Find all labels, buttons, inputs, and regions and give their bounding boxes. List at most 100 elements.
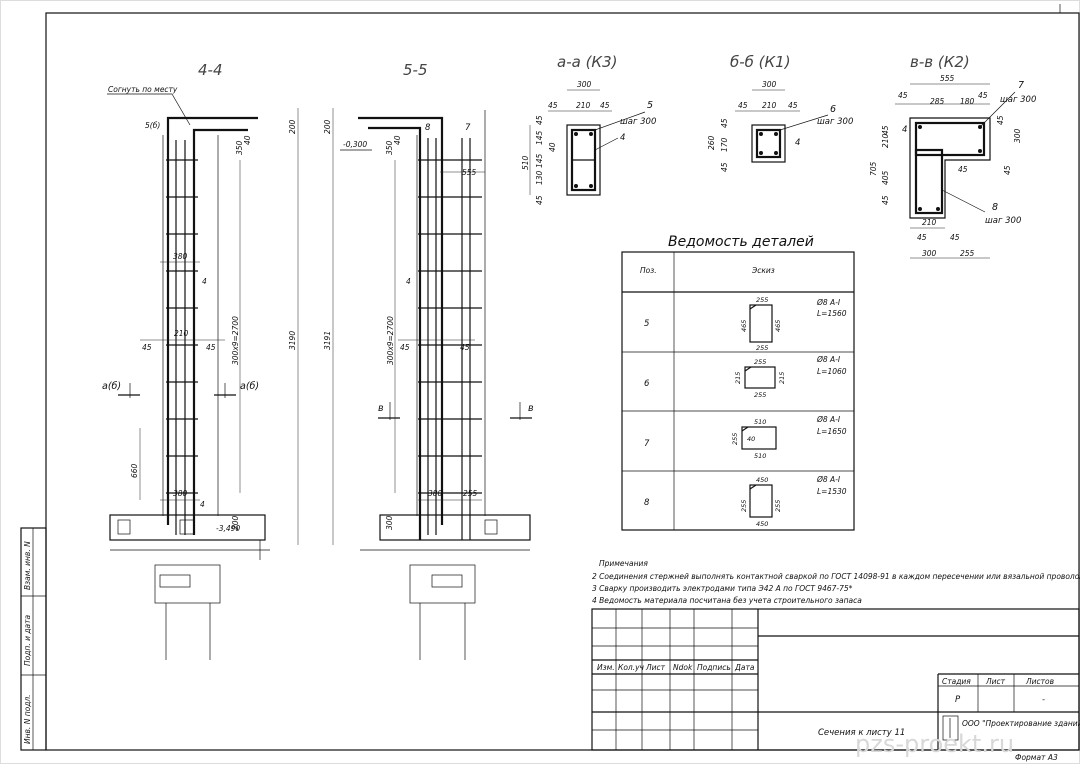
- svg-text:Стадия: Стадия: [942, 677, 971, 686]
- svg-text:45: 45: [958, 165, 968, 174]
- svg-text:510: 510: [754, 418, 766, 426]
- svg-text:255: 255: [774, 500, 782, 512]
- svg-text:255: 255: [960, 249, 975, 258]
- svg-text:4: 4: [902, 125, 907, 135]
- svg-text:шаг 300: шаг 300: [817, 117, 853, 127]
- svg-text:6: 6: [830, 104, 836, 115]
- cross-v-title: в-в (К2): [910, 53, 970, 71]
- svg-text:45: 45: [788, 101, 798, 110]
- sheets-value: -: [1042, 695, 1045, 705]
- svg-text:660: 660: [130, 463, 139, 478]
- table-header-sketch: Эскиз: [751, 266, 775, 275]
- elev-top-5: -0,300: [343, 140, 367, 149]
- svg-text:45: 45: [881, 195, 890, 205]
- svg-text:145: 145: [535, 130, 544, 145]
- svg-text:45: 45: [400, 343, 410, 352]
- svg-text:350: 350: [385, 140, 394, 155]
- column-outline-a: [566, 124, 601, 196]
- stage-value: Р: [955, 695, 961, 705]
- svg-text:L=1650: L=1650: [817, 427, 847, 436]
- svg-text:4: 4: [406, 277, 411, 286]
- svg-text:210: 210: [762, 101, 777, 110]
- svg-text:шаг 300: шаг 300: [1000, 95, 1036, 105]
- side-label-sign: Подп. и дата: [23, 615, 32, 666]
- svg-text:300: 300: [577, 80, 592, 89]
- svg-text:210: 210: [576, 101, 591, 110]
- svg-text:255: 255: [463, 489, 478, 498]
- table-row: 6 255 215 255 215 Ø8 А-I L=1060: [644, 355, 847, 399]
- svg-text:350: 350: [235, 140, 244, 155]
- svg-text:45: 45: [881, 125, 890, 135]
- svg-text:4: 4: [620, 133, 625, 143]
- svg-text:300: 300: [1013, 128, 1022, 143]
- cross-section-a: а-а (К3) 300 45 210 45 510 45 145 145 13…: [521, 53, 656, 205]
- svg-text:шаг 300: шаг 300: [620, 117, 656, 127]
- svg-text:8: 8: [992, 202, 998, 213]
- details-table: Ведомость деталей Поз. Эскиз 5 255 465 2…: [621, 234, 855, 531]
- svg-text:45: 45: [548, 101, 558, 110]
- notes: Примечания 2 Соединения стержней выполня…: [592, 559, 1080, 605]
- svg-text:45: 45: [996, 115, 1005, 125]
- note-3: 3 Сварку производить электродами типа Э4…: [592, 584, 853, 593]
- watermark: pzs-proekt.ru: [855, 730, 1014, 758]
- svg-text:45: 45: [720, 118, 729, 128]
- company-name: ООО "Проектирование зданий и сооружений": [962, 719, 1080, 728]
- svg-text:а(б): а(б): [240, 381, 259, 392]
- dim-spacing-4: 300x9=2700: [231, 316, 240, 365]
- svg-text:555: 555: [940, 74, 955, 83]
- svg-text:130: 130: [535, 170, 544, 185]
- format-label: Формат А3: [1015, 753, 1058, 762]
- notes-title: Примечания: [599, 559, 648, 568]
- svg-text:510: 510: [754, 452, 766, 460]
- svg-text:255: 255: [754, 358, 766, 366]
- svg-text:200: 200: [231, 515, 240, 530]
- cross-b-title: б-б (К1): [730, 53, 791, 71]
- svg-text:8: 8: [644, 498, 650, 508]
- svg-text:45: 45: [206, 343, 216, 352]
- sheet-title: Сечения к листу 11: [818, 728, 905, 738]
- svg-text:45: 45: [950, 233, 960, 242]
- svg-text:45: 45: [720, 162, 729, 172]
- svg-text:45: 45: [978, 91, 988, 100]
- company-logo: [942, 715, 959, 741]
- foundation-beam-4: [109, 514, 266, 541]
- svg-text:255: 255: [731, 433, 739, 445]
- svg-text:255: 255: [756, 344, 768, 352]
- dim-spacing-5: 300x9=2700: [386, 316, 395, 365]
- dim-200-top: 200: [288, 119, 297, 134]
- svg-text:210: 210: [881, 133, 890, 148]
- svg-text:40: 40: [393, 135, 402, 145]
- dim-3191: 3191: [323, 331, 332, 350]
- svg-text:Ø8 А-I: Ø8 А-I: [816, 475, 841, 484]
- svg-text:145: 145: [535, 153, 544, 168]
- cross-a-title: а-а (К3): [557, 53, 617, 71]
- svg-text:170: 170: [720, 137, 729, 152]
- svg-text:Листов: Листов: [1025, 677, 1054, 686]
- svg-text:4: 4: [200, 500, 205, 509]
- svg-text:405: 405: [881, 170, 890, 185]
- side-stamp: Взам. инв. N Подп. и дата Инв. N подл.: [20, 527, 47, 751]
- stirrups-4: [166, 159, 198, 494]
- svg-text:300: 300: [385, 515, 394, 530]
- svg-text:450: 450: [756, 520, 768, 528]
- svg-text:8: 8: [425, 123, 431, 133]
- dim-3190: 3190: [288, 331, 297, 350]
- section-4-4: 4-4 Согнуть по месту 5(б) 4 200 350: [102, 61, 299, 660]
- svg-text:260: 260: [707, 135, 716, 150]
- svg-text:шаг 300: шаг 300: [985, 216, 1021, 226]
- svg-text:в: в: [528, 403, 534, 414]
- svg-text:380: 380: [173, 252, 188, 261]
- svg-text:7: 7: [644, 439, 650, 449]
- table-row: 8 450 255 450 255 Ø8 А-I L=1530: [644, 475, 847, 528]
- svg-text:Ndok: Ndok: [673, 663, 693, 672]
- svg-text:45: 45: [460, 343, 470, 352]
- svg-text:705: 705: [869, 161, 878, 176]
- mark-5b: 5(б): [145, 121, 160, 130]
- column-outline-v: [909, 117, 991, 219]
- note-2: 2 Соединения стержней выполнять контактн…: [592, 572, 1080, 581]
- svg-text:40: 40: [548, 142, 557, 152]
- svg-text:Кол.уч: Кол.уч: [618, 663, 645, 672]
- svg-text:Ø8 А-I: Ø8 А-I: [816, 298, 841, 307]
- svg-text:40: 40: [243, 135, 252, 145]
- svg-text:300: 300: [922, 249, 937, 258]
